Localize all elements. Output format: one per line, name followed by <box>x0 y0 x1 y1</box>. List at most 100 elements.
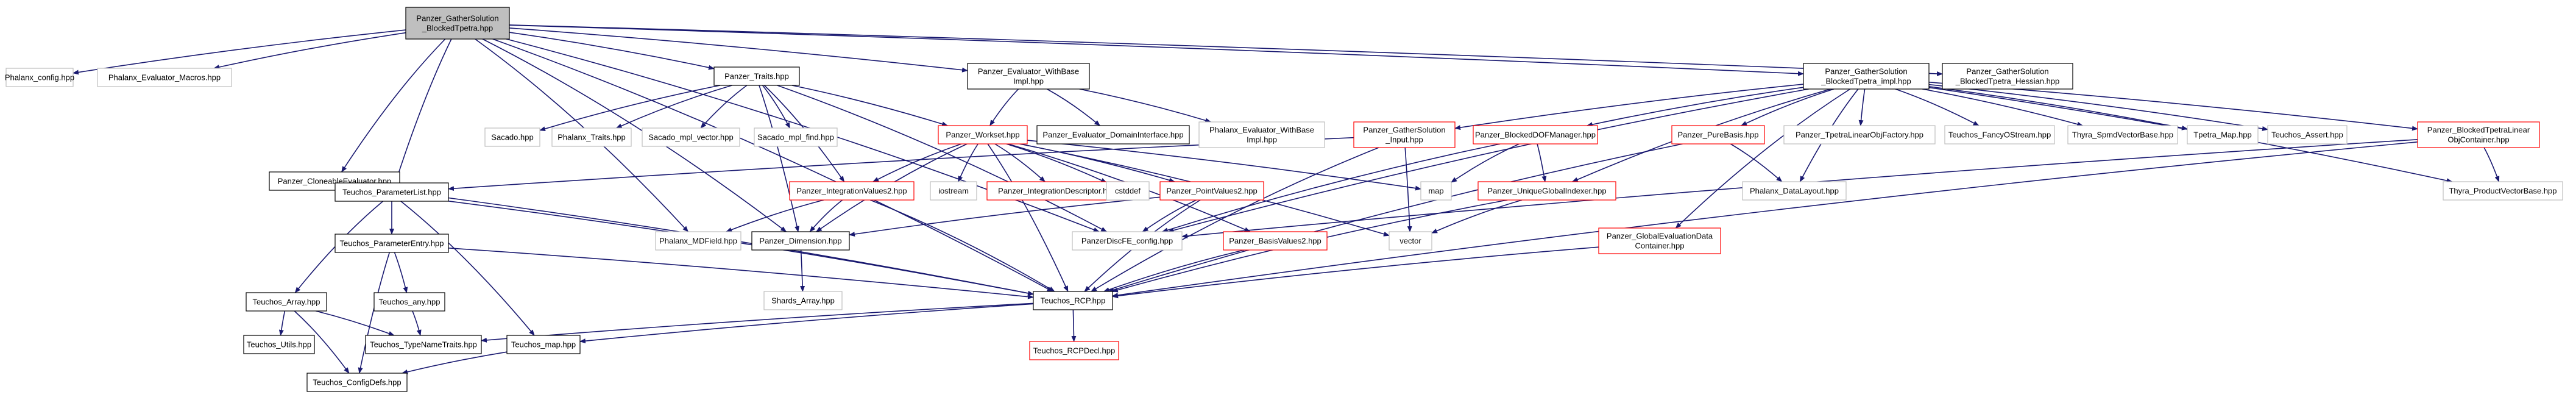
node-box <box>1420 181 1452 201</box>
node-panzer-eval-domain[interactable]: Panzer_Evaluator_DomainInterface.hpp <box>1036 125 1190 145</box>
node-config-defs[interactable]: Teuchos_ConfigDefs.hpp <box>306 373 408 392</box>
dependency-edge <box>492 38 1053 292</box>
node-label: Panzer_PureBasis.hpp <box>1678 130 1759 140</box>
node-box <box>930 181 977 201</box>
node-type-name-traits[interactable]: Teuchos_TypeNameTraits.hpp <box>365 335 482 354</box>
dependency-edge <box>1454 84 1804 130</box>
node-label: Phalanx_Evaluator_WithBase <box>1209 126 1314 135</box>
node-label: ObjContainer.hpp <box>2447 135 2509 145</box>
node-box <box>1803 63 1930 90</box>
node-box <box>789 181 915 201</box>
dependency-edge <box>1027 140 1421 191</box>
dependency-edge <box>791 85 948 127</box>
node-box <box>1198 121 1325 148</box>
node-box <box>97 68 232 87</box>
node-integration-descriptor[interactable]: Panzer_IntegrationDescriptor.hpp <box>986 181 1128 201</box>
node-teuchos-utils[interactable]: Teuchos_Utils.hpp <box>243 335 315 354</box>
node-label: Panzer_GatherSolution <box>1363 126 1445 135</box>
node-gather-impl[interactable]: Panzer_GatherSolution_BlockedTpetra_impl… <box>1803 63 1930 90</box>
dependency-edge <box>1103 249 1245 292</box>
dependency-edge <box>579 303 1034 344</box>
node-label: Panzer_TpetraLinearObjFactory.hpp <box>1796 130 1923 140</box>
node-box <box>334 234 449 253</box>
dependency-edge <box>1108 143 1683 293</box>
node-label: Panzer_Workset.hpp <box>946 130 1019 140</box>
dependency-edge <box>1142 199 1197 232</box>
node-param-entry[interactable]: Teuchos_ParameterEntry.hpp <box>334 234 449 253</box>
node-label: Phalanx_Evaluator_Macros.hpp <box>108 73 221 82</box>
node-label: Panzer_BlockedTpetraLinear <box>2427 126 2530 135</box>
node-label: Teuchos_any.hpp <box>379 298 441 307</box>
dependency-edge <box>762 85 791 129</box>
dependency-edge <box>1451 143 1520 183</box>
dependency-edge <box>213 32 406 70</box>
node-box <box>506 335 581 354</box>
node-phalanx-mdfield: Phalanx_MDField.hpp <box>655 231 741 251</box>
dependency-edge <box>1091 147 1379 292</box>
dependency-edge <box>1167 88 1809 233</box>
dependency-edge <box>987 143 1069 292</box>
node-label: Panzer_GatherSolution <box>1966 67 2048 76</box>
node-box <box>1033 291 1113 310</box>
node-label: Teuchos_map.hpp <box>511 340 576 349</box>
node-box <box>751 231 850 251</box>
node-panzer-dimension[interactable]: Panzer_Dimension.hpp <box>751 231 850 251</box>
node-sacado: Sacado.hpp <box>484 127 540 147</box>
node-basis-values[interactable]: Panzer_BasisValues2.hpp <box>1223 231 1328 251</box>
node-box <box>1942 63 2073 90</box>
node-label: Teuchos_ParameterList.hpp <box>342 188 441 197</box>
node-box <box>1036 125 1190 145</box>
node-teuchos-array[interactable]: Teuchos_Array.hpp <box>246 292 327 312</box>
dependency-edge <box>1161 143 1501 233</box>
node-label: Panzer_GatherSolution <box>1825 67 1907 76</box>
node-pure-basis[interactable]: Panzer_PureBasis.hpp <box>1671 125 1765 145</box>
node-label: Impl.hpp <box>1247 135 1277 145</box>
node-teuchos-rcp[interactable]: Teuchos_RCP.hpp <box>1033 291 1113 310</box>
node-box <box>1671 125 1765 145</box>
node-teuchos-any[interactable]: Teuchos_any.hpp <box>373 292 445 312</box>
node-box <box>1072 231 1183 251</box>
node-teuchos-map[interactable]: Teuchos_map.hpp <box>506 335 581 354</box>
dependency-edge <box>759 85 799 232</box>
node-teuchos-assert: Teuchos_Assert.hpp <box>2267 125 2348 145</box>
dependency-edge <box>1922 88 2084 127</box>
node-panzer-traits[interactable]: Panzer_Traits.hpp <box>713 66 800 86</box>
node-label: Tpetra_Map.hpp <box>2193 130 2251 140</box>
node-unique-global-indexer[interactable]: Panzer_UniqueGlobalIndexer.hpp <box>1477 181 1616 201</box>
node-label: Thyra_SpmdVectorBase.hpp <box>2072 130 2173 140</box>
node-label: _Input.hpp <box>1385 135 1423 145</box>
node-gather-input[interactable]: Panzer_GatherSolution_Input.hpp <box>1353 121 1456 148</box>
node-box <box>1944 125 2055 145</box>
node-gather-hessian[interactable]: Panzer_GatherSolution_BlockedTpetra_Hess… <box>1942 63 2073 90</box>
node-label: cstddef <box>1115 187 1141 196</box>
node-label: Sacado.hpp <box>491 133 533 142</box>
dependency-edge <box>412 310 422 336</box>
node-thyra-spmd: Thyra_SpmdVectorBase.hpp <box>2067 125 2178 145</box>
node-panzer-workset[interactable]: Panzer_Workset.hpp <box>938 125 1028 145</box>
dependency-edge <box>1895 88 1980 126</box>
node-blocked-tpetra-container[interactable]: Panzer_BlockedTpetraLinearObjContainer.h… <box>2417 121 2540 148</box>
dependency-edge <box>358 252 391 374</box>
node-root[interactable]: Panzer_GatherSolution_BlockedTpetra.hpp <box>405 7 510 40</box>
node-rcp-decl[interactable]: Teuchos_RCPDecl.hpp <box>1029 341 1119 360</box>
dependency-edge <box>294 310 350 374</box>
dependency-edge <box>1006 143 1107 184</box>
node-integration-values[interactable]: Panzer_IntegrationValues2.hpp <box>789 181 915 201</box>
node-label: iostream <box>938 187 969 196</box>
node-label: Thyra_ProductVectorBase.hpp <box>2449 187 2557 196</box>
dependency-edge <box>1928 86 2188 130</box>
dependency-edge <box>958 143 978 182</box>
node-box <box>1389 231 1432 251</box>
node-blocked-dof[interactable]: Panzer_BlockedDOFManager.hpp <box>1473 125 1598 145</box>
node-point-values[interactable]: Panzer_PointValues2.hpp <box>1159 181 1264 201</box>
node-param-list[interactable]: Teuchos_ParameterList.hpp <box>334 182 449 202</box>
node-label: Teuchos_FancyOStream.hpp <box>1948 130 2051 140</box>
node-box <box>642 127 740 147</box>
dependency-edge <box>1730 143 1783 182</box>
node-phalanx-traits: Phalanx_Traits.hpp <box>551 127 632 147</box>
dependency-edge <box>1586 87 1804 127</box>
node-box <box>1223 231 1328 251</box>
node-label: Panzer_GlobalEvaluationData <box>1607 232 1713 241</box>
